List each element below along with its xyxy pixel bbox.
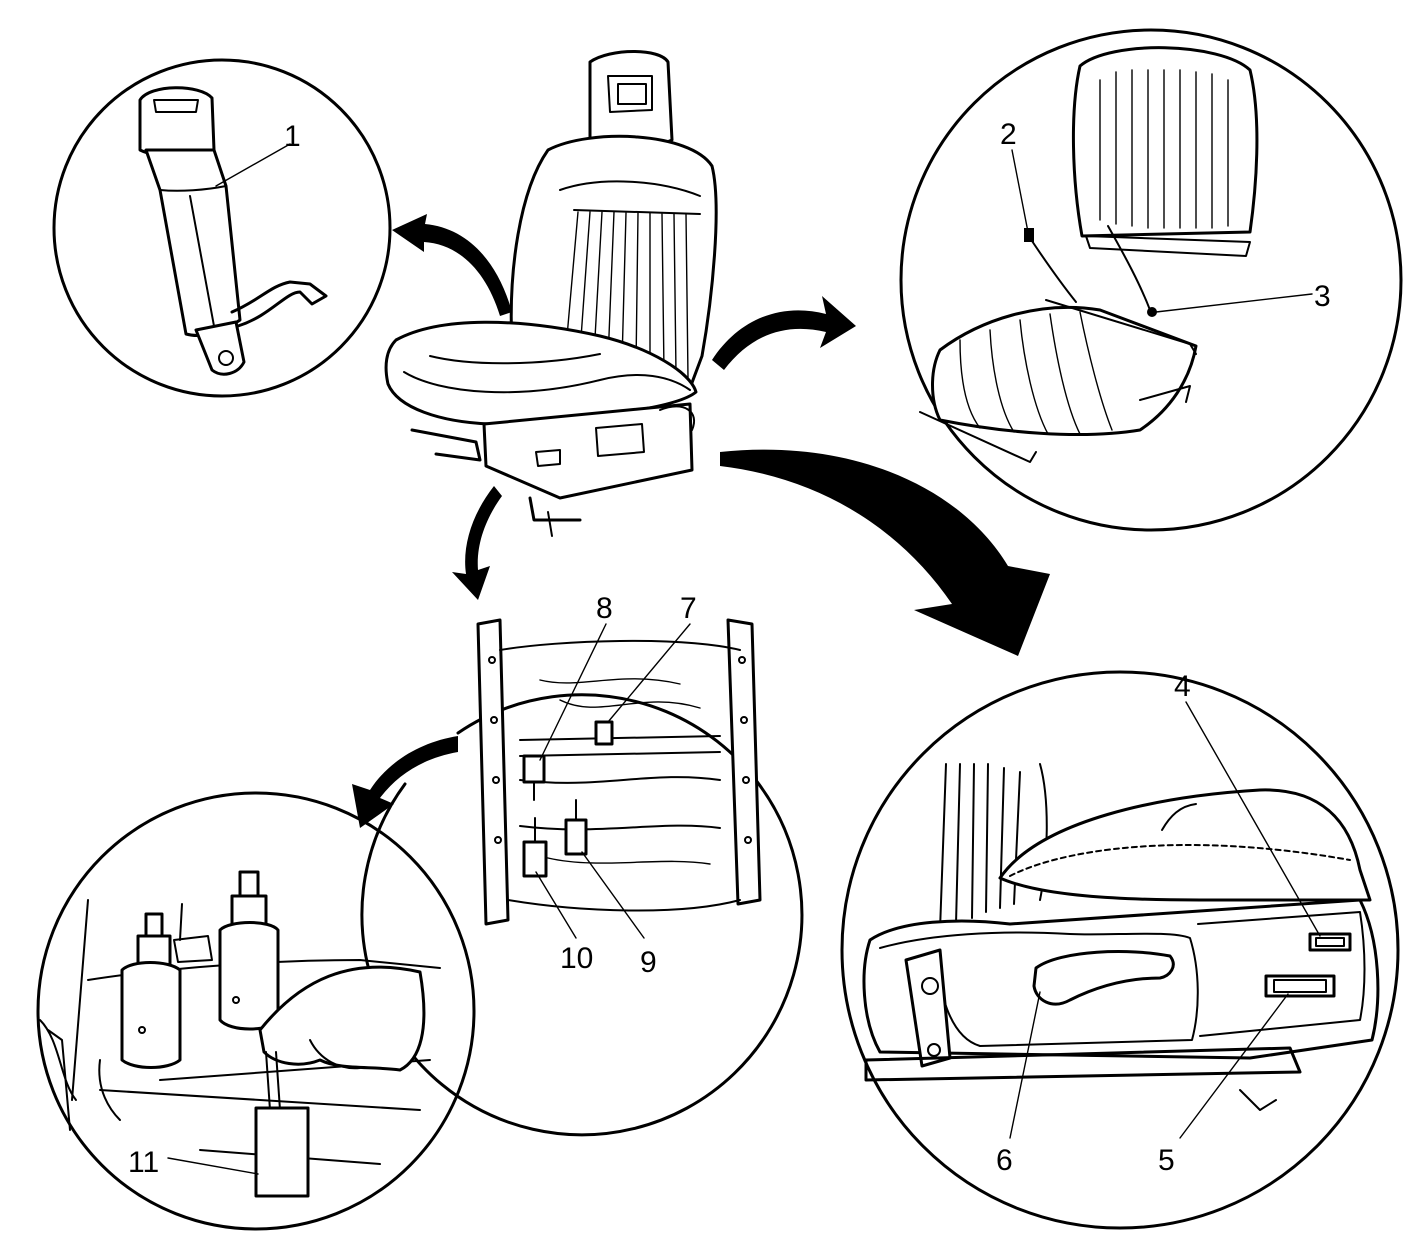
leader-line-6 xyxy=(1009,991,1041,1139)
arrow-to-seat-cover xyxy=(712,296,856,370)
callout-5: 5 xyxy=(1158,1144,1175,1177)
callout-10: 10 xyxy=(560,942,593,975)
seat-cover-strap-left xyxy=(1024,228,1077,303)
leader-line-5 xyxy=(1179,993,1289,1139)
detail-circle-belt-buckle xyxy=(52,58,392,398)
seat-belt-buckle-illustration xyxy=(138,86,328,376)
leader-line-9 xyxy=(581,851,645,939)
leader-line-1 xyxy=(215,143,291,187)
leader-line-11 xyxy=(167,1157,259,1175)
seat-cover-strap-right xyxy=(1107,225,1157,317)
arrow-to-belt-buckle xyxy=(392,214,512,316)
connector-10-illustration xyxy=(522,817,548,878)
connector-9-illustration xyxy=(564,799,588,856)
detail-circle-seat-cover xyxy=(899,28,1403,532)
leader-line-3 xyxy=(1155,293,1313,313)
connector-test-illustration xyxy=(39,870,441,1198)
leader-line-4 xyxy=(1185,701,1321,937)
callout-2: 2 xyxy=(1000,118,1017,151)
callout-1: 1 xyxy=(284,120,301,153)
callout-3: 3 xyxy=(1314,280,1331,313)
seat-frame-underside-illustration xyxy=(476,618,762,926)
arrow-to-adjuster-controls xyxy=(720,449,1050,656)
callout-4: 4 xyxy=(1174,670,1191,703)
leader-line-8 xyxy=(539,623,607,761)
detail-circle-connector-test xyxy=(36,791,476,1231)
leader-line-10 xyxy=(535,871,577,939)
seat-assembly-illustration xyxy=(384,50,718,537)
leader-line-2 xyxy=(1011,149,1029,233)
detail-circle-seat-adjuster-controls xyxy=(840,670,1400,1230)
arrow-to-connector-test xyxy=(352,736,458,828)
connector-7-illustration xyxy=(594,720,614,746)
leader-line-7 xyxy=(607,623,691,723)
arrow-to-seat-underside xyxy=(452,486,502,600)
callout-9: 9 xyxy=(640,946,657,979)
callout-11: 11 xyxy=(128,1146,159,1179)
callout-7: 7 xyxy=(680,592,697,625)
connector-8-illustration xyxy=(522,754,546,801)
callout-6: 6 xyxy=(996,1144,1013,1177)
callout-8: 8 xyxy=(596,592,613,625)
seat-cover-illustration xyxy=(919,46,1259,463)
seat-adjuster-illustration xyxy=(862,763,1380,1111)
